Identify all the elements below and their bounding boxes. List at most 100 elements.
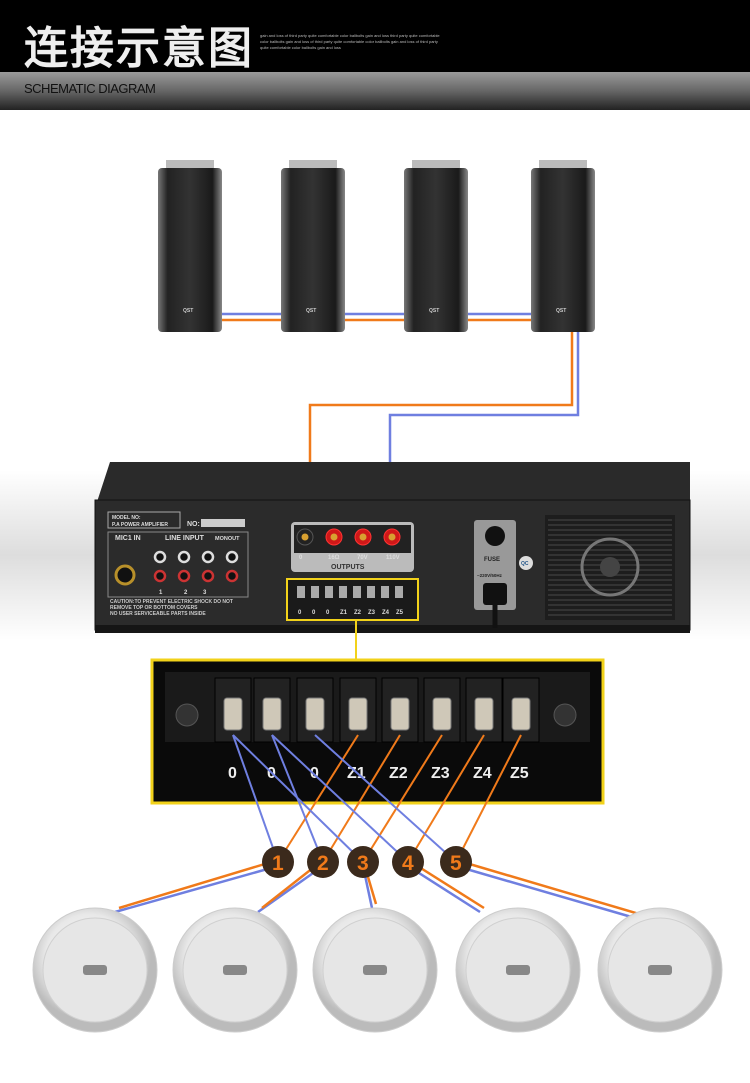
- line-number: 3: [203, 590, 207, 596]
- line-number: 2: [184, 590, 188, 596]
- terminal-highlight-small: [286, 578, 419, 621]
- zone-marker: [262, 846, 294, 878]
- output-label: 110V: [386, 555, 400, 561]
- speaker-brand: QST: [183, 308, 193, 314]
- subtitle-band: [0, 72, 750, 110]
- terminal-screw[interactable]: [262, 697, 282, 731]
- terminal-screw[interactable]: [432, 697, 452, 731]
- header-blurb: gain and loss of third party quite comfo…: [260, 33, 440, 50]
- power-amplifier: MODEL NO: P.A POWER AMPLIFIER NO: MIC1 I…: [94, 462, 691, 633]
- speaker-badge: [648, 965, 672, 975]
- terminal-screw: [297, 586, 305, 598]
- model-value: P.A POWER AMPLIFIER: [112, 522, 168, 528]
- speaker-badge: [223, 965, 247, 975]
- rca-jack[interactable]: [225, 550, 239, 564]
- outputs-label: OUTPUTS: [331, 564, 365, 571]
- line-number: 1: [159, 590, 163, 596]
- post-screw: [330, 533, 338, 541]
- zone-number: 5: [450, 852, 462, 875]
- terminal-label: Z3: [368, 610, 376, 616]
- column-speaker: [281, 168, 345, 332]
- terminal-screw: [353, 586, 361, 598]
- output-label: 16Ω: [328, 555, 340, 561]
- terminal-screw[interactable]: [305, 697, 325, 731]
- speaker-mount: [412, 160, 460, 170]
- speaker-badge: [83, 965, 107, 975]
- terminal-screw[interactable]: [511, 697, 531, 731]
- speaker-mount: [289, 160, 337, 170]
- line-input-label: LINE INPUT: [165, 535, 205, 542]
- terminal-label: Z2: [389, 765, 408, 782]
- terminal-label: 0: [298, 610, 302, 616]
- speaker-badge: [363, 965, 387, 975]
- zone-wiring: [114, 734, 640, 920]
- terminal-label: 0: [326, 610, 330, 616]
- mic-in-label: MIC1 IN: [115, 535, 141, 542]
- terminal-screw: [367, 586, 375, 598]
- zone-marker: [440, 846, 472, 878]
- terminal-label: Z1: [340, 610, 348, 616]
- zone-marker: [307, 846, 339, 878]
- model-label: MODEL NO:: [112, 515, 141, 521]
- zone-marker: [392, 846, 424, 878]
- page-title: 连接示意图: [24, 24, 254, 73]
- speaker-brand: QST: [306, 308, 316, 314]
- zone-number: 3: [357, 852, 369, 875]
- terminal-label: Z3: [431, 765, 450, 782]
- rca-jack[interactable]: [153, 569, 167, 583]
- fuse-label: FUSE: [484, 557, 500, 563]
- mic-jack[interactable]: [114, 564, 136, 586]
- terminal-label: 0: [228, 765, 237, 782]
- terminal-label: 0: [312, 610, 316, 616]
- caution-text: NO USER SERVICEABLE PARTS INSIDE: [110, 611, 206, 617]
- caution-text: REMOVE TOP OR BOTTOM COVERS: [110, 605, 198, 611]
- terminal-label: Z5: [510, 765, 529, 782]
- terminal-screw[interactable]: [390, 697, 410, 731]
- fuse-holder[interactable]: [485, 526, 505, 546]
- rca-jack[interactable]: [201, 550, 215, 564]
- terminal-screw: [311, 586, 319, 598]
- terminal-label: Z4: [473, 765, 492, 782]
- zone-number: 2: [317, 852, 329, 875]
- monout-label: MONOUT: [215, 536, 240, 542]
- speaker-badge: [506, 965, 530, 975]
- output-label: 70V: [357, 555, 368, 561]
- terminal-screw: [395, 586, 403, 598]
- serial-label: NO:: [187, 521, 200, 528]
- rca-jack[interactable]: [201, 569, 215, 583]
- speaker-mount: [166, 160, 214, 170]
- header-banner: [0, 0, 750, 72]
- post-screw: [301, 533, 309, 541]
- terminal-screw[interactable]: [223, 697, 243, 731]
- qc-label: QC: [521, 561, 529, 567]
- terminal-screw: [325, 586, 333, 598]
- power-socket[interactable]: [483, 583, 507, 605]
- rca-jack[interactable]: [177, 550, 191, 564]
- speaker-brand: QST: [556, 308, 566, 314]
- terminal-screw: [381, 586, 389, 598]
- terminal-label: Z2: [354, 610, 362, 616]
- zone-number: 1: [272, 852, 284, 875]
- power-label: ~220V/50Hz: [477, 573, 503, 578]
- zone-number: 4: [402, 852, 414, 875]
- speaker-brand: QST: [429, 308, 439, 314]
- rca-jack[interactable]: [225, 569, 239, 583]
- column-speaker: [531, 168, 595, 332]
- caution-text: CAUTION:TO PREVENT ELECTRIC SHOCK DO NOT: [110, 599, 233, 605]
- rca-jack[interactable]: [177, 569, 191, 583]
- terminal-label: Z4: [382, 610, 390, 616]
- qc-sticker: [519, 556, 533, 570]
- speaker-mount: [539, 160, 587, 170]
- post-screw: [388, 533, 396, 541]
- terminal-screw[interactable]: [474, 697, 494, 731]
- fan: [580, 537, 640, 597]
- column-speaker: [158, 168, 222, 332]
- terminal-screw[interactable]: [348, 697, 368, 731]
- terminal-screw: [339, 586, 347, 598]
- rca-jack[interactable]: [153, 550, 167, 564]
- zone-marker: [347, 846, 379, 878]
- terminal-label: Z5: [396, 610, 404, 616]
- terminal-slot: [502, 677, 540, 743]
